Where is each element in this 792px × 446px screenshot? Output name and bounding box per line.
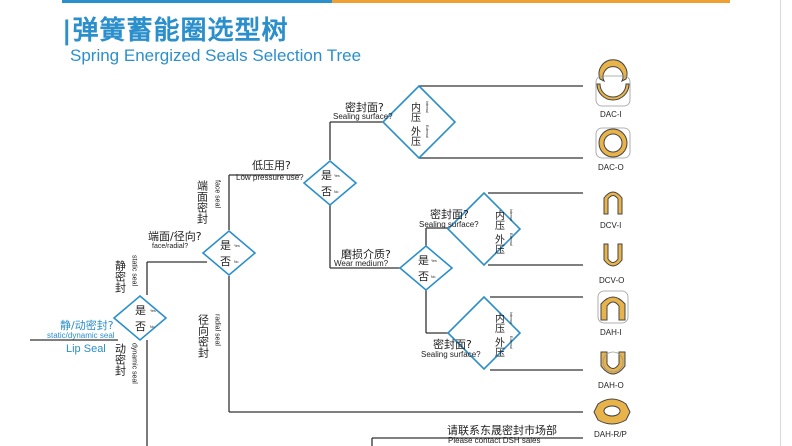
face-radial-yes-label: 是: [220, 239, 231, 252]
wear-no-tiny: No: [431, 275, 436, 279]
low-pressure-yes-tiny: Yes: [334, 174, 340, 178]
branch-static-en: static seal: [131, 255, 138, 287]
dah-o-seal-icon: [600, 351, 626, 375]
dah-rp-seal-icon: [593, 398, 631, 425]
contact-en: Please contact DSH sales: [448, 436, 541, 445]
surface3-question-cn: 密封面?: [433, 337, 472, 351]
surface1-outer-label: 外压: [409, 126, 421, 147]
dah-i-seal-icon: [597, 290, 629, 324]
wear-question-en: Wear medium?: [334, 259, 389, 268]
wear-decision-diamond: [399, 245, 453, 291]
face-radial-decision-diamond: [202, 230, 256, 276]
branch-radial-cn: 径向密封: [197, 314, 210, 358]
root-sub-label: Lip Seal: [66, 343, 106, 355]
branch-dynamic-en: dynamic seal: [131, 343, 138, 384]
face-radial-question-en: face/radial?: [152, 243, 188, 250]
branch-face-en: face seal: [214, 180, 221, 208]
branch-dynamic-cn: 动密封: [114, 343, 127, 376]
page-edge-rule: [780, 0, 781, 446]
product-label-dcv-i: DCV-I: [600, 221, 621, 230]
surface3-outer-label: 外压: [493, 337, 505, 358]
header-accent-bar: [62, 0, 332, 3]
root-no-label: 否: [135, 320, 146, 333]
surface1-question-en: Sealing surface?: [333, 112, 393, 121]
surface3-outer-tiny: External: [509, 336, 513, 349]
surface2-question-cn: 密封面?: [430, 207, 469, 221]
root-question-cn: 静/动密封?: [60, 318, 114, 332]
wear-no-label: 否: [418, 270, 429, 283]
root-yes-label: 是: [135, 304, 146, 317]
low-pressure-no-label: 否: [321, 185, 332, 198]
surface3-inner-tiny: Internal: [509, 312, 513, 324]
root-question-en: static/dynamic seal: [47, 331, 115, 340]
dac-o-seal-icon: [595, 127, 631, 159]
face-radial-no-tiny: No: [234, 260, 239, 264]
surface2-inner-tiny: Internal: [509, 209, 513, 221]
surface1-inner-tiny: Internal: [425, 101, 429, 113]
wear-question-cn: 磨损介质?: [341, 247, 391, 261]
product-label-dac-o: DAC-O: [598, 163, 624, 172]
low-pressure-question-en: Low pressure use?: [236, 173, 304, 182]
face-radial-no-label: 否: [220, 255, 231, 268]
root-yes-tiny: Yes: [150, 309, 156, 313]
surface1-inner-label: 内压: [409, 101, 421, 123]
face-radial-question-cn: 端面/径向?: [148, 229, 202, 243]
surface1-outer-tiny: External: [425, 125, 429, 138]
face-radial-yes-tiny: Yes: [234, 244, 240, 248]
branch-static-cn: 静密封: [114, 259, 127, 293]
low-pressure-decision-diamond: [303, 160, 357, 206]
page-title-cn: |弹簧蓄能圈选型树: [62, 16, 289, 46]
surface3-inner-label: 内压: [493, 312, 505, 334]
header-accent-bar-orange: [332, 0, 730, 3]
surface2-outer-label: 外压: [493, 234, 505, 255]
low-pressure-no-tiny: No: [334, 190, 339, 194]
surface2-question-en: Sealing surface?: [419, 220, 479, 229]
root-decision-diamond: [113, 295, 167, 341]
surface3-question-en: Sealing surface?: [421, 350, 481, 359]
product-label-dac-i: DAC-I: [600, 110, 622, 119]
wear-yes-tiny: Yes: [431, 259, 437, 263]
page-title-en: Spring Energized Seals Selection Tree: [70, 46, 362, 65]
surface2-outer-tiny: External: [509, 233, 513, 246]
surface-decision-diamond-2: [447, 192, 521, 266]
surface-decision-diamond-1: [382, 85, 456, 159]
branch-radial-en: radial seal: [214, 314, 221, 346]
low-pressure-question-cn: 低压用?: [252, 159, 291, 172]
product-label-dah-o: DAH-O: [598, 381, 624, 390]
contact-cn: 请联系东晟密封市场部: [447, 423, 557, 437]
product-label-dcv-o: DCV-O: [599, 276, 624, 285]
low-pressure-yes-label: 是: [321, 169, 332, 182]
dac-i-seal-icon: [595, 59, 631, 107]
connector-lines: [30, 85, 583, 446]
surface2-inner-label: 内压: [493, 209, 505, 231]
surface1-question-cn: 密封面?: [345, 100, 384, 114]
dcv-i-seal-icon: [603, 191, 623, 215]
product-label-dah-rp: DAH-R/P: [594, 430, 627, 439]
dcv-o-seal-icon: [603, 243, 623, 267]
wear-yes-label: 是: [418, 254, 429, 267]
root-no-tiny: No: [150, 325, 155, 329]
branch-face-cn: 端面密封: [196, 180, 209, 224]
product-label-dah-i: DAH-I: [600, 328, 622, 337]
